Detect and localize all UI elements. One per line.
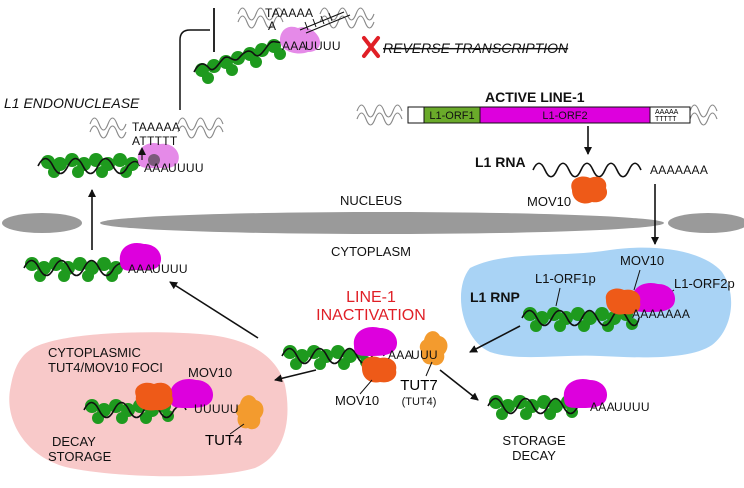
l1-rnp-label: L1 RNP bbox=[470, 289, 520, 305]
center-uuu: UUU bbox=[411, 348, 438, 362]
x-mark-icon bbox=[362, 36, 380, 58]
l1-rna-label: L1 RNA bbox=[475, 154, 526, 170]
center-tut7-shape bbox=[419, 331, 448, 366]
rnp-mov10-shape bbox=[605, 288, 641, 315]
l1-rna-polya: AAAAAAA bbox=[650, 163, 708, 177]
right-rnp-beads bbox=[489, 395, 578, 420]
storage-right-label: STORAGE bbox=[502, 433, 566, 448]
foci-orf2p-shape bbox=[169, 378, 214, 408]
genomic-dna-line1 bbox=[356, 104, 718, 126]
tut7-sub-label: (TUT4) bbox=[402, 396, 437, 408]
line1-inactivation-2: INACTIVATION bbox=[316, 307, 426, 324]
nucleus-label: NUCLEUS bbox=[340, 193, 402, 208]
orf2-label: L1-ORF2 bbox=[542, 110, 587, 122]
genomic-dna-endonuclease bbox=[89, 117, 224, 139]
line1-inactivation-1: LINE-1 bbox=[346, 289, 396, 306]
foci-label-2: TUT4/MOV10 FOCI bbox=[48, 360, 163, 375]
center-aaa: AAA bbox=[388, 348, 413, 362]
mov10-nucleus-shape bbox=[571, 176, 608, 204]
l1-rnp-region bbox=[460, 247, 732, 358]
nuclear-membrane bbox=[2, 212, 744, 234]
foci-uuuuu: UUUUU bbox=[194, 402, 239, 416]
arrow-rnp-to-inactivation bbox=[469, 325, 521, 353]
endo-orf2p-shape bbox=[137, 142, 179, 169]
right-aaa: AAA bbox=[590, 400, 615, 414]
foci-mov10-shape bbox=[135, 382, 173, 411]
endo-aaa: AAA bbox=[144, 161, 169, 175]
l1-orf2p-label: L1-ORF2p bbox=[674, 276, 735, 291]
gene-polya: AAAAA bbox=[655, 109, 679, 116]
cytoplasm-label: CYTOPLASM bbox=[331, 244, 411, 259]
top-rnp-beads bbox=[195, 39, 286, 84]
endo-attttt: ATTTTT bbox=[132, 134, 178, 148]
top-uuuu: UUUU bbox=[305, 39, 341, 53]
endo-uuuu: UUUU bbox=[168, 161, 204, 175]
rnp-orf2p-shape bbox=[631, 282, 676, 312]
right-uuuu: UUUU bbox=[614, 400, 650, 414]
left-aaa: AAA bbox=[128, 262, 153, 276]
flow-arrows bbox=[88, 126, 659, 401]
arrow-to-rt-blocked bbox=[179, 29, 210, 110]
center-mov10-shape bbox=[361, 356, 397, 383]
arrow-inactivation-to-left bbox=[169, 281, 259, 339]
line1-gene bbox=[407, 106, 691, 124]
left-uuuu: UUUU bbox=[152, 262, 188, 276]
gene-polyt: TTTTT bbox=[655, 116, 677, 123]
top-orf2p-shape bbox=[280, 26, 320, 54]
rnp-polya: AAAAAAA bbox=[632, 307, 690, 321]
orf1-label: L1-ORF1 bbox=[429, 110, 474, 122]
center-orf2p-shape bbox=[353, 326, 398, 356]
tut7-label: TUT7 bbox=[400, 377, 438, 394]
top-aaa: AAA bbox=[282, 39, 307, 53]
storage-left-label: STORAGE bbox=[48, 449, 112, 464]
decay-left-label: DECAY bbox=[52, 434, 96, 449]
endo-taaaaa: TAAAAA bbox=[132, 120, 180, 134]
l1-endonuclease-label: L1 ENDONUCLEASE bbox=[4, 95, 140, 111]
mov10-foci-label: MOV10 bbox=[188, 365, 232, 380]
l1-rna-strand bbox=[532, 162, 642, 178]
active-line1-label: ACTIVE LINE-1 bbox=[485, 89, 585, 105]
arrow-inactivation-to-right bbox=[439, 369, 479, 401]
l1-orf1p-label: L1-ORF1p bbox=[535, 271, 596, 286]
tut4-label: TUT4 bbox=[205, 432, 243, 449]
right-orf2p-shape bbox=[563, 378, 608, 408]
foci-label-1: CYTOPLASMIC bbox=[48, 345, 141, 360]
foci-tut4-shape bbox=[235, 395, 264, 430]
decay-right-label: DECAY bbox=[512, 448, 556, 463]
top-a: A bbox=[268, 19, 276, 33]
left-orf2p-shape bbox=[119, 242, 162, 271]
mov10-center-label: MOV10 bbox=[335, 393, 379, 408]
reverse-transcription-label: REVERSE TRANSCRIPTION bbox=[383, 40, 569, 56]
mov10-rnp-label: MOV10 bbox=[620, 253, 664, 268]
top-taaaaa: TAAAAA bbox=[265, 6, 313, 20]
arrow-inactivation-to-foci bbox=[274, 369, 317, 383]
mov10-nucleus-label: MOV10 bbox=[527, 194, 571, 209]
